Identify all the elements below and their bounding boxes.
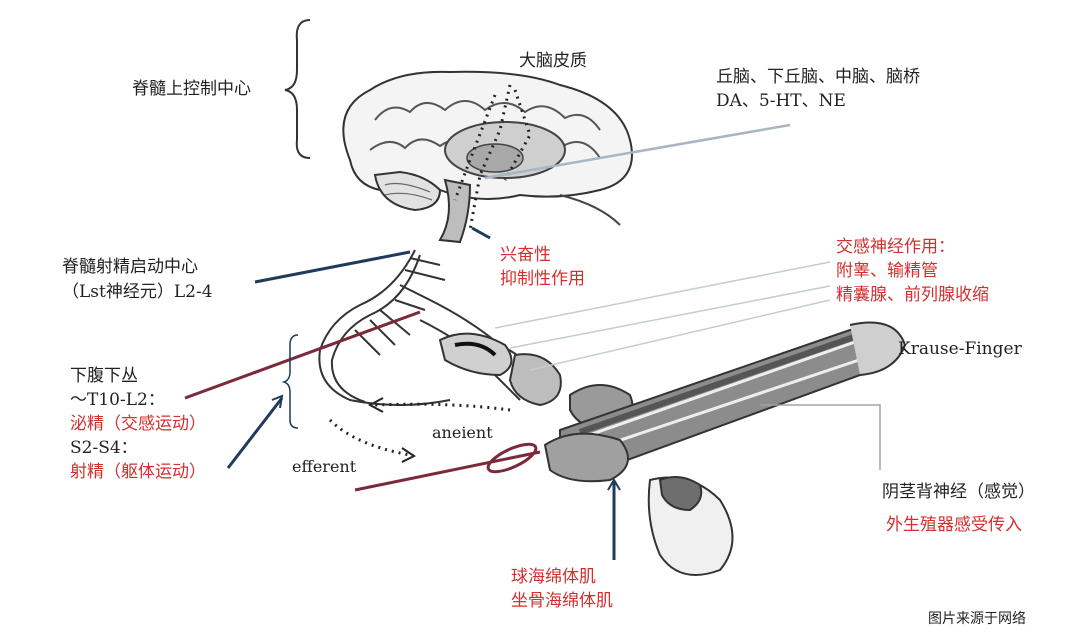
brain-illustration (342, 70, 633, 244)
ischio-label: 坐骨海绵体肌 (511, 591, 613, 611)
spinal-center-title: 脊髓射精启动中心 (62, 257, 198, 277)
ejaculation-label: 射精（躯体运动） (70, 462, 206, 482)
hypogastric-label: 下腹下丛 (70, 366, 138, 386)
emission-label: 泌精（交感运动） (70, 414, 206, 434)
brain-region-pointer (484, 123, 791, 180)
sympathetic-pointers (494, 261, 831, 371)
cortex-label: 大脑皮质 (519, 51, 587, 71)
sensory-input-label: 外生殖器感受传入 (886, 515, 1022, 535)
sympathetic-title: 交感神经作用： (836, 237, 955, 257)
dorsal-nerve-pointer (760, 404, 881, 470)
ejaculation-arrowhead (271, 394, 284, 409)
afferent-dotted (374, 402, 511, 412)
emission-pointer (184, 310, 421, 400)
inhibitory-label: 抑制性作用 (500, 269, 585, 289)
pudendal-ellipse (486, 442, 538, 474)
brain-regions-label: 丘脑、下丘脑、中脑、脑桥 (716, 67, 920, 87)
hypogastric-brace (281, 334, 299, 429)
dorsal-nerve-label: 阴茎背神经（感觉） (882, 482, 1035, 502)
sympathetic-line2: 精囊腺、前列腺收缩 (836, 285, 989, 305)
bulbo-label: 球海绵体肌 (511, 567, 596, 587)
supraspinal-brace (284, 19, 311, 159)
s2-s4-label: S2-S4： (70, 438, 138, 458)
afferent-label: aneient (432, 423, 493, 442)
pudendal-pointer (354, 450, 541, 492)
pelvic-organs (438, 321, 907, 576)
neurotransmitters-label: DA、5-HT、NE (716, 91, 846, 111)
sympathetic-line1: 附睾、输精管 (836, 261, 938, 281)
excitatory-label: 兴奋性 (500, 245, 551, 265)
krause-label: Krause-Finger (898, 339, 1022, 359)
excitatory-arrow (471, 226, 491, 240)
t10-l2-label: ～T10-L2： (70, 390, 165, 410)
efferent-arrowhead (401, 447, 416, 463)
spinal-center-pointer (254, 250, 411, 284)
supraspinal-center-label: 脊髓上控制中心 (132, 79, 251, 99)
spinal-center-sub: （Lst神经元）L2-4 (62, 282, 213, 302)
afferent-arrowhead (367, 397, 384, 413)
source-caption: 图片来源于网络 (928, 611, 1026, 627)
bulbo-arrowhead (607, 478, 621, 491)
ejaculation-pointer (226, 397, 284, 469)
efferent-dotted (328, 418, 411, 457)
efferent-label: efferent (292, 457, 357, 476)
descending-dotted-pathways (453, 84, 532, 231)
